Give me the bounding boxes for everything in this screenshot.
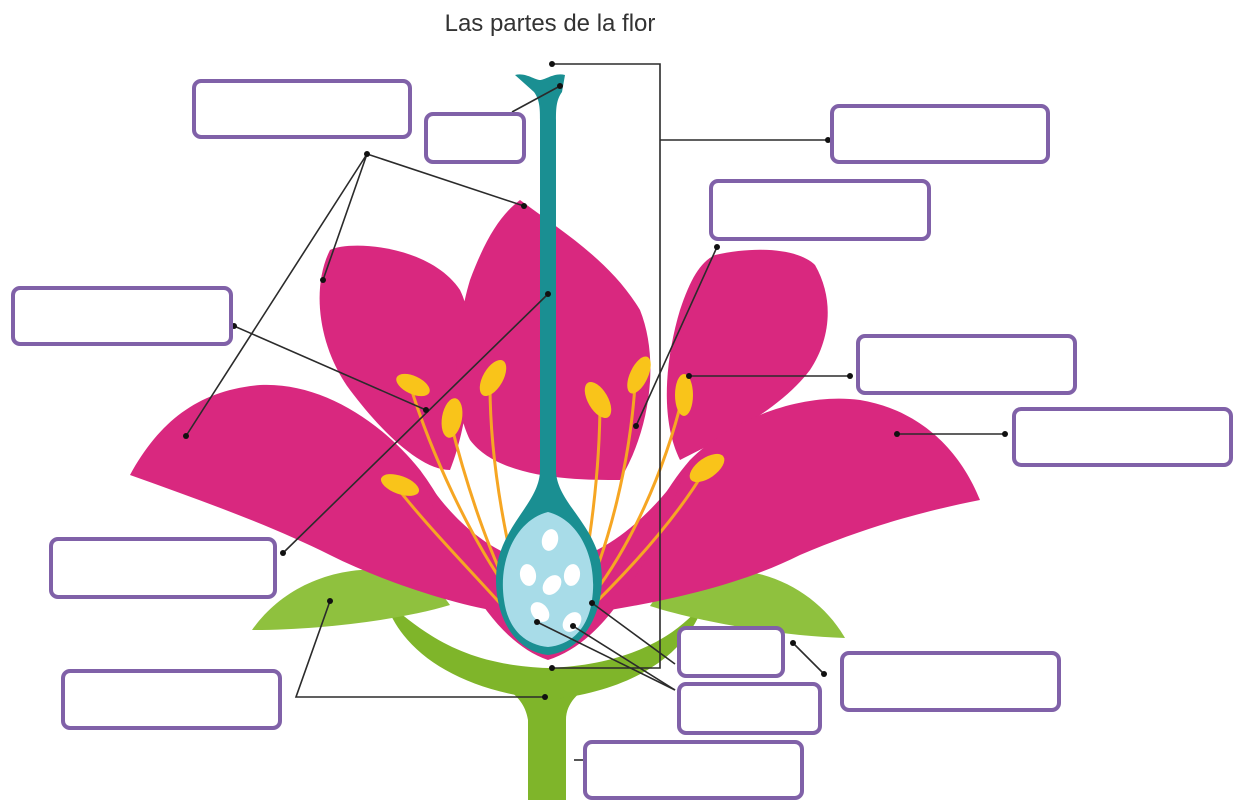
label-box-style[interactable] [49,537,277,599]
label-box-top-left[interactable] [192,79,412,139]
stem [500,685,590,800]
label-box-stigma[interactable] [424,112,526,164]
label-box-ovary[interactable] [677,626,785,678]
label-box-right-upper[interactable] [709,179,931,241]
label-box-ovule[interactable] [677,682,822,735]
label-box-sepal[interactable] [61,669,282,730]
label-box-petal-right[interactable] [1012,407,1233,467]
label-box-left-middle[interactable] [11,286,233,346]
label-box-top-right[interactable] [830,104,1050,164]
label-box-anther[interactable] [856,334,1077,395]
label-box-stem[interactable] [583,740,804,800]
label-box-sepal-right[interactable] [840,651,1061,712]
